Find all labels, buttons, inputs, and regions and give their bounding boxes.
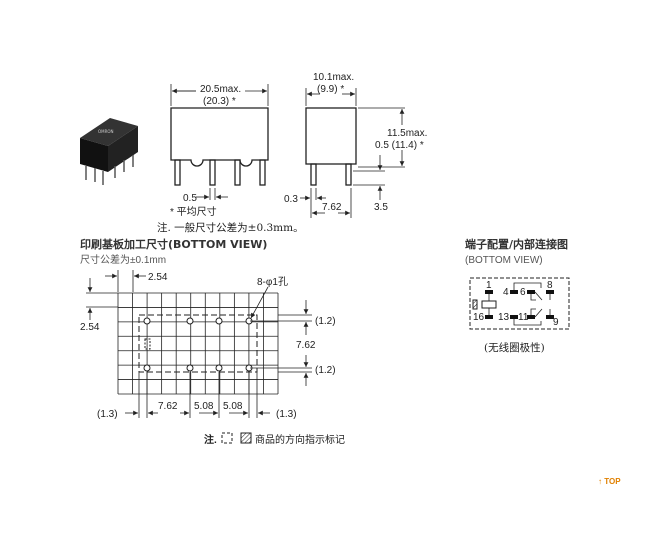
relay-outline bbox=[138, 314, 258, 373]
hatched-mark-icon bbox=[240, 432, 252, 444]
margin-bottom-label: (1.2) bbox=[315, 365, 336, 376]
pcb-grid bbox=[117, 292, 279, 395]
front-width-avg-label: (20.3) * bbox=[203, 96, 236, 107]
side-width-label: 10.1max. bbox=[313, 72, 354, 83]
pin-row-pitch-label: 7.62 bbox=[322, 202, 342, 213]
height-avg-label: 0.5 (11.4) * bbox=[375, 140, 424, 151]
side-width-avg-label: (9.9) * bbox=[317, 84, 344, 95]
pitch-2-label: 5.08 bbox=[194, 401, 214, 412]
pitch-1-label: 7.62 bbox=[158, 401, 178, 412]
pin-11: 11 bbox=[518, 312, 529, 323]
pin-6: 6 bbox=[520, 287, 526, 298]
pcb-dimensions: 2.54 2.54 8-φ1孔 (1.2) 7.62 (1.2) (1.3) 7… bbox=[80, 270, 336, 420]
pitch-3-label: 5.08 bbox=[223, 401, 243, 412]
terminal-subtitle: (BOTTOM VIEW) bbox=[465, 255, 543, 266]
side-pin-width-label: 0.3 bbox=[284, 194, 298, 205]
tolerance-note: 注. 一般尺寸公差为±0.3mm。 bbox=[157, 221, 304, 234]
dashed-mark-icon bbox=[221, 432, 233, 444]
front-view: 20.5max. (20.3) * 0.5 * 平均尺寸 bbox=[170, 84, 269, 218]
front-pin-width-label: 0.5 bbox=[183, 193, 197, 204]
margin-top-label: (1.2) bbox=[315, 316, 336, 327]
row-pitch-label: 7.62 bbox=[296, 340, 316, 351]
back-to-top-link[interactable]: ↑ TOP bbox=[598, 477, 621, 486]
pin-8: 8 bbox=[547, 280, 553, 291]
orientation-note: 注. 商品的方向指示标记 bbox=[204, 432, 345, 446]
pcb-holes bbox=[143, 317, 253, 372]
pcb-hole bbox=[143, 364, 151, 372]
pcb-hole bbox=[215, 317, 223, 325]
pcb-hole bbox=[186, 364, 194, 372]
grid-x-label: 2.54 bbox=[148, 272, 168, 283]
orientation-mark bbox=[144, 338, 151, 350]
terminal-title: 端子配置/内部连接图 bbox=[465, 237, 568, 251]
pin-1: 1 bbox=[486, 280, 492, 291]
height-label: 11.5max. bbox=[387, 128, 427, 139]
front-width-label: 20.5max. bbox=[200, 84, 241, 95]
pin-length-label: 3.5 bbox=[374, 202, 388, 213]
relay-photo: OMRON bbox=[80, 118, 138, 185]
grid-y-label: 2.54 bbox=[80, 322, 100, 333]
margin-right-label: (1.3) bbox=[276, 409, 297, 420]
pin-9: 9 bbox=[553, 317, 559, 328]
average-dimension-note: * 平均尺寸 bbox=[170, 205, 217, 218]
internal-connection-schematic: 1 4 6 8 16 13 11 9 bbox=[469, 277, 570, 330]
side-view: 10.1max. (9.9) * 11.5max. 0.5 (11.4) * 3… bbox=[284, 72, 427, 218]
pcb-title: 印刷基板加工尺寸(BOTTOM VIEW) bbox=[80, 237, 267, 251]
holes-label: 8-φ1孔 bbox=[257, 276, 288, 288]
pin-4: 4 bbox=[503, 287, 509, 298]
pcb-hole bbox=[186, 317, 194, 325]
pcb-hole bbox=[215, 364, 223, 372]
svg-text:OMRON: OMRON bbox=[98, 129, 114, 134]
margin-left-label: (1.3) bbox=[97, 409, 118, 420]
pcb-hole bbox=[143, 317, 151, 325]
pcb-tolerance: 尺寸公差为±0.1mm bbox=[80, 253, 166, 266]
no-coil-polarity-note: (无线圈极性) bbox=[484, 341, 545, 354]
note-prefix: 注. bbox=[204, 433, 217, 446]
pin-16: 16 bbox=[473, 312, 485, 323]
note-text: 商品的方向指示标记 bbox=[255, 433, 345, 446]
pin-13: 13 bbox=[498, 312, 510, 323]
